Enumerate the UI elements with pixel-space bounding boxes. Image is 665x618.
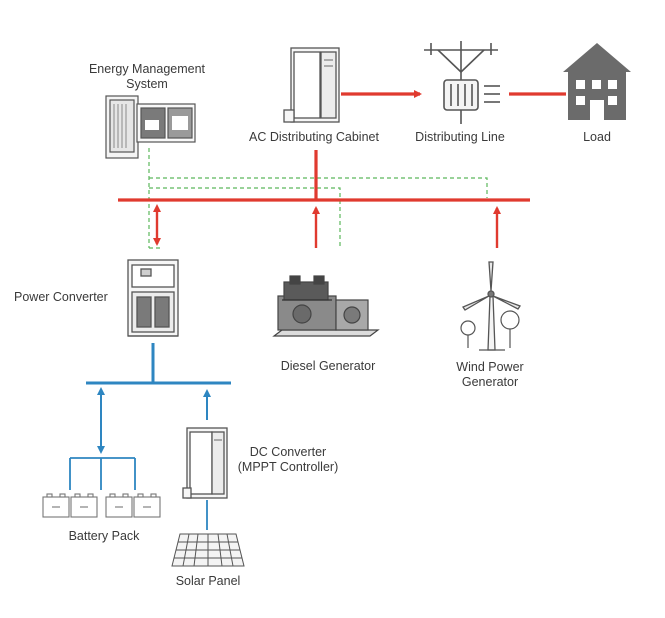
dc-label-line2: (MPPT Controller) [237,460,339,474]
dc-converter-label: DC Converter (MPPT Controller) [230,445,346,475]
wind-generator-label: Wind Power Generator [440,360,540,390]
tree-icon [460,310,520,348]
battery-icon [42,493,70,518]
battery-icon [133,493,161,518]
wind-label-line2: Generator [461,375,519,389]
solar-panel-icon [171,533,245,567]
power-converter-icon [127,259,179,337]
diesel-generator-label: Diesel Generator [280,359,376,373]
power-converter-label: Power Converter [14,290,108,304]
wind-turbine-icon [462,261,521,351]
distributing-line-label: Distributing Line [415,130,505,144]
ac-cabinet-icon [283,47,340,123]
wind-label-line1: Wind Power [456,360,524,374]
dc-arrows [69,387,211,530]
dc-converter-icon [182,427,228,499]
battery-pack-label: Battery Pack [68,529,140,543]
solar-panel-label: Solar Panel [175,574,241,588]
ac-bus [118,90,566,202]
load-label: Load [583,130,611,144]
diesel-generator-icon [272,275,380,337]
battery-pack [42,493,161,518]
battery-icon [70,493,98,518]
ems-label: Energy Management System [72,62,222,92]
battery-icon [105,493,133,518]
utility-pole-icon [424,41,500,124]
control-lines [148,148,488,249]
ems-label-line2: System [126,77,168,91]
dc-label-line1: DC Converter [249,445,327,459]
house-icon [563,43,631,120]
ems-cabinet-icon [105,95,196,159]
ac-cabinet-label: AC Distributing Cabinet [249,130,379,144]
ems-label-line1: Energy Management [88,62,206,76]
dc-bus [86,343,231,385]
ac-arrows [153,204,501,248]
